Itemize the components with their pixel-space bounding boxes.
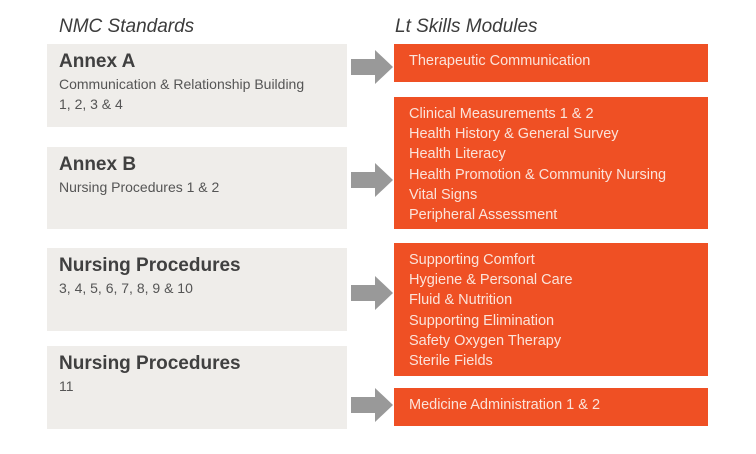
- module-item: Vital Signs: [409, 186, 478, 203]
- standard-box-nursing-procedures-11: Nursing Procedures 11: [47, 346, 347, 429]
- nmc-standards-heading: NMC Standards: [59, 16, 195, 37]
- module-box-communication: Therapeutic Communication: [394, 44, 708, 82]
- standard-detail: Nursing Procedures 1 & 2: [59, 179, 220, 195]
- standard-title: Nursing Procedures: [59, 353, 241, 374]
- module-item: Health History & General Survey: [409, 126, 619, 143]
- module-box-assessment: Clinical Measurements 1 & 2 Health Histo…: [394, 97, 708, 229]
- standard-title: Nursing Procedures: [59, 255, 241, 276]
- right-arrow-icon: [351, 50, 393, 84]
- standard-title: Annex B: [59, 154, 137, 175]
- module-item: Medicine Administration 1 & 2: [409, 397, 601, 413]
- module-box-medicine: Medicine Administration 1 & 2: [394, 388, 708, 426]
- module-item: Fluid & Nutrition: [409, 292, 513, 309]
- standard-detail: 3, 4, 5, 6, 7, 8, 9 & 10: [59, 280, 193, 296]
- module-item: Peripheral Assessment: [409, 207, 558, 224]
- module-item: Safety Oxygen Therapy: [409, 332, 562, 349]
- module-item: Therapeutic Communication: [409, 53, 591, 69]
- standard-detail: 1, 2, 3 & 4: [59, 96, 123, 112]
- module-item: Supporting Comfort: [409, 252, 535, 268]
- standard-box-annex-b: Annex B Nursing Procedures 1 & 2: [47, 147, 347, 229]
- module-item: Health Promotion & Community Nursing: [409, 166, 667, 183]
- standard-detail: 11: [59, 378, 74, 394]
- right-arrow-icon: [351, 163, 393, 197]
- module-item: Supporting Elimination: [409, 312, 555, 329]
- module-item: Clinical Measurements 1 & 2: [409, 106, 594, 122]
- standard-title: Annex A: [59, 51, 136, 72]
- standard-box-nursing-procedures-3-10: Nursing Procedures 3, 4, 5, 6, 7, 8, 9 &…: [47, 248, 347, 331]
- right-arrow-icon: [351, 276, 393, 310]
- standard-box-annex-a: Annex A Communication & Relationship Bui…: [47, 44, 347, 127]
- right-arrow-icon: [351, 388, 393, 422]
- module-item: Sterile Fields: [409, 353, 493, 370]
- standard-detail: Communication & Relationship Building: [59, 76, 305, 92]
- lt-skills-modules-heading: Lt Skills Modules: [395, 16, 538, 37]
- module-item: Health Literacy: [409, 146, 506, 163]
- module-box-care: Supporting Comfort Hygiene & Personal Ca…: [394, 243, 708, 376]
- module-item: Hygiene & Personal Care: [409, 272, 573, 289]
